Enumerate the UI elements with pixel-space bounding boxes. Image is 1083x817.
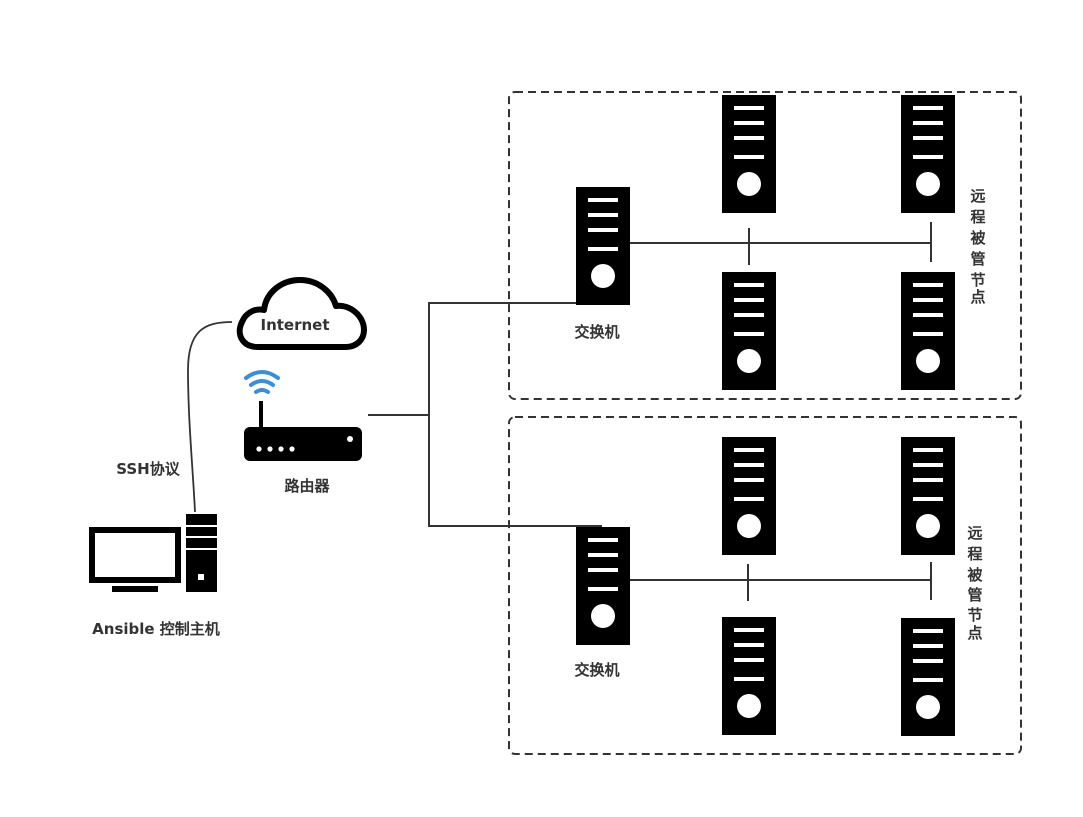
svg-text:远: 远 — [967, 524, 982, 542]
svg-text:管: 管 — [967, 586, 982, 604]
svg-text:点: 点 — [970, 288, 985, 306]
desktop-computer-icon[interactable] — [89, 514, 217, 592]
router-label: 路由器 — [284, 477, 330, 495]
svg-text:被: 被 — [970, 229, 986, 247]
svg-text:管: 管 — [970, 250, 985, 268]
switch-1[interactable] — [576, 187, 630, 305]
svg-text:远: 远 — [970, 187, 985, 205]
managed-server[interactable] — [722, 437, 776, 555]
switch-label: 交换机 — [574, 661, 619, 679]
router-switch-links — [368, 302, 602, 527]
svg-text:节: 节 — [967, 606, 982, 624]
internet-label: Internet — [260, 316, 329, 334]
switch-bus-2 — [630, 562, 932, 601]
managed-server[interactable] — [722, 272, 776, 390]
switch-label: 交换机 — [574, 323, 619, 341]
managed-nodes-label: 远 程 被 管 节 点 — [967, 524, 983, 642]
control-host-label: Ansible 控制主机 — [92, 620, 220, 638]
svg-text:点: 点 — [967, 624, 982, 642]
managed-server[interactable] — [901, 272, 955, 390]
switch-bus-1 — [630, 222, 932, 265]
managed-server[interactable] — [722, 617, 776, 735]
svg-text:程: 程 — [967, 545, 982, 563]
switch-2[interactable] — [576, 527, 630, 645]
wifi-router-icon[interactable] — [244, 370, 362, 461]
managed-nodes-label: 远 程 被 管 节 点 — [970, 187, 986, 306]
svg-text:程: 程 — [970, 208, 985, 226]
managed-group-box-1 — [508, 91, 1022, 400]
svg-text:被: 被 — [967, 566, 983, 584]
cloud-icon[interactable] — [236, 277, 367, 350]
managed-server[interactable] — [901, 437, 955, 555]
ssh-link-label: SSH协议 — [116, 460, 180, 478]
svg-text:节: 节 — [970, 271, 985, 289]
ssh-link — [187, 321, 233, 513]
managed-server[interactable] — [722, 95, 776, 213]
managed-group-box-2 — [508, 416, 1022, 755]
managed-server[interactable] — [901, 618, 955, 736]
managed-server[interactable] — [901, 95, 955, 213]
